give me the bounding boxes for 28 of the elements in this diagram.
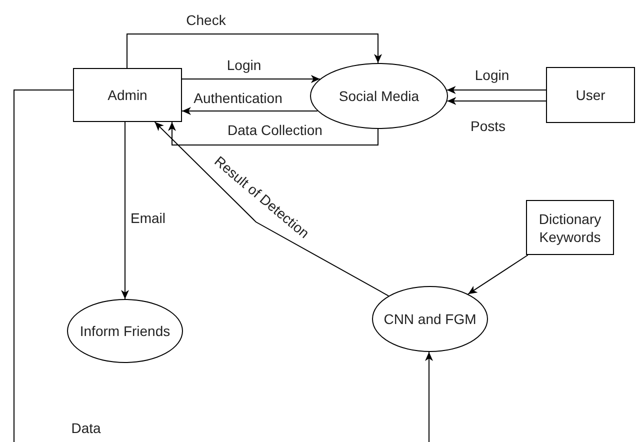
- entity-box: [526, 200, 614, 255]
- edge-label: Check: [185, 12, 227, 28]
- arrow: [468, 254, 528, 295]
- arrow: [446, 97, 546, 105]
- node-label: Admin: [106, 86, 148, 104]
- edge-label: Authentication: [192, 90, 284, 106]
- edge-label: Posts: [470, 118, 506, 134]
- arrow: [446, 86, 546, 94]
- node-label: Dictionary Keywords: [538, 210, 602, 246]
- node-label: Social Media: [338, 87, 420, 105]
- arrow: [168, 122, 378, 146]
- edge-label: Data Collection: [226, 122, 324, 138]
- entity-box: [73, 68, 182, 122]
- arrow: [182, 107, 318, 115]
- node-label: Inform Friends: [78, 322, 172, 340]
- node-label: User: [574, 86, 606, 104]
- arrow: [425, 352, 433, 442]
- arrow: [126, 34, 382, 68]
- edge-label: Email: [130, 210, 166, 226]
- edge-label: Data: [70, 420, 102, 436]
- arrow: [121, 122, 129, 300]
- node-label: CNN and FGM: [382, 310, 478, 328]
- arrow: [182, 75, 320, 83]
- entity-box: [546, 67, 635, 123]
- edge-label: Login: [474, 67, 510, 83]
- connector-line: [14, 90, 74, 442]
- arrow: [154, 122, 390, 296]
- edge-label: Login: [226, 57, 262, 73]
